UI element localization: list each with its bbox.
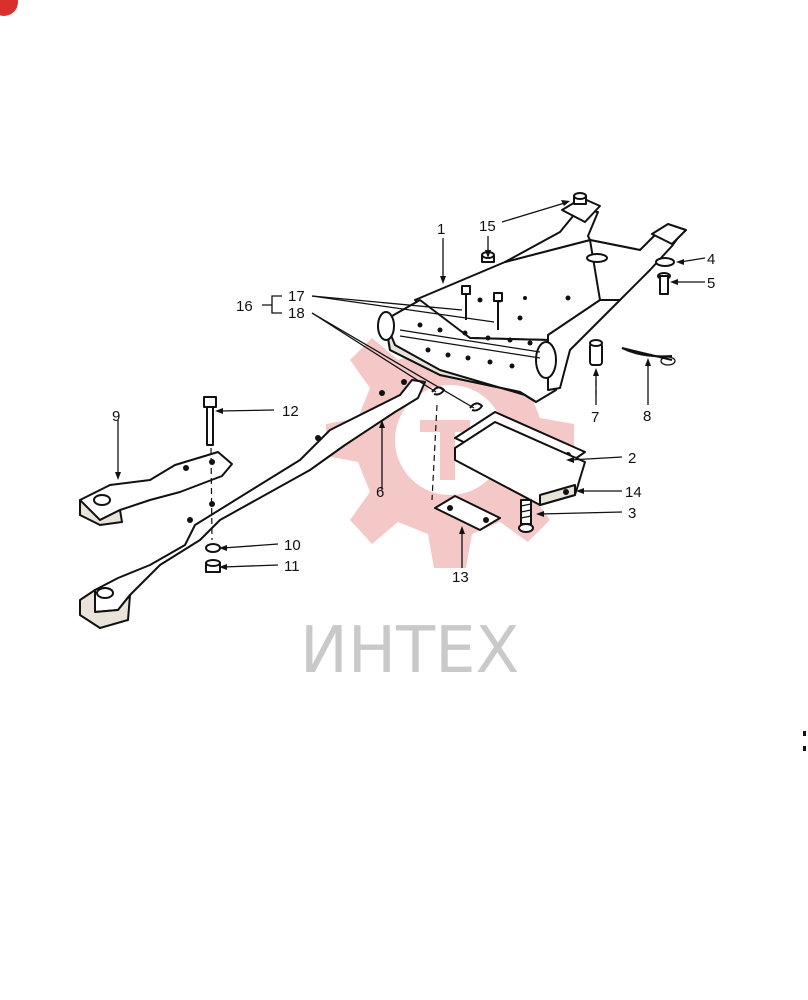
callout-1: 1 (437, 221, 445, 238)
frame-hole-row (417, 322, 533, 369)
leader-lines (117, 201, 706, 568)
callout-11: 11 (284, 558, 300, 575)
callout-16: 16 (236, 298, 253, 315)
bolt-5 (657, 272, 671, 295)
edge-mark-1 (803, 731, 806, 736)
callout-18: 18 (288, 305, 305, 322)
washer-4 (655, 257, 675, 267)
callout-4: 4 (707, 251, 715, 268)
pin-7 (589, 339, 603, 366)
callout-10: 10 (284, 537, 301, 554)
watermark-text: ИНТЕХ (300, 614, 519, 688)
arrowheads (115, 200, 684, 570)
drawbar-6 (79, 379, 426, 629)
callout-15: 15 (479, 218, 496, 235)
callout-labels: 1 15 4 5 16 17 18 7 8 2 14 3 13 6 12 9 1… (112, 218, 715, 586)
edge-mark-2 (803, 746, 806, 751)
nut-11 (205, 559, 221, 573)
callout-7: 7 (591, 409, 599, 426)
callout-2: 2 (628, 450, 636, 467)
bolt-17 (461, 285, 503, 330)
corner-badge (0, 0, 18, 16)
callout-5: 5 (707, 275, 715, 292)
callout-6: 6 (376, 484, 384, 501)
washer-10 (205, 543, 221, 553)
plate-13 (434, 495, 501, 531)
callout-14: 14 (625, 484, 642, 501)
callout-3: 3 (628, 505, 636, 522)
callout-8: 8 (643, 408, 651, 425)
cotter-pin-8 (621, 347, 676, 366)
bolt-3 (518, 499, 534, 533)
mounting-frame (377, 197, 687, 403)
bolt-12 (203, 396, 217, 446)
hitch-9 (79, 451, 233, 526)
callout-13: 13 (452, 569, 469, 586)
callout-12: 12 (282, 403, 299, 420)
callout-17: 17 (288, 288, 305, 305)
plate-14 (454, 421, 586, 506)
nut-15 (481, 192, 587, 263)
callout-9: 9 (112, 408, 120, 425)
